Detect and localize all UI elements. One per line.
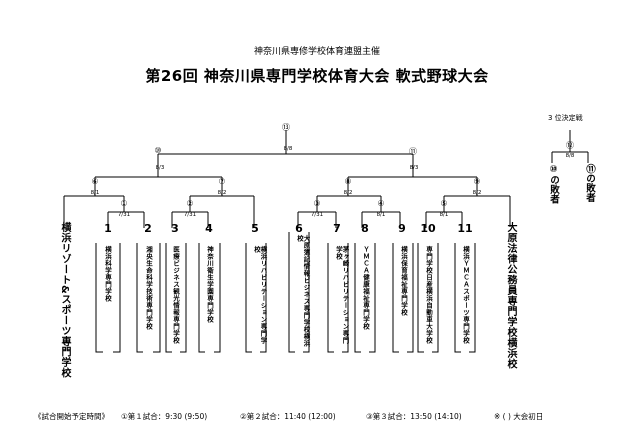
team-2-name: 湘央生命科学技術専門学校 [144,246,153,330]
game-10-date: 8/3 [155,165,165,171]
team-3-name: 医療ビジネス観光情報専門学校 [171,246,180,344]
third-place-loser-a: ⑩の敗者 [548,164,559,204]
game-7-label: ⑦ [218,177,226,186]
game-9-label: ⑨ [473,177,481,186]
third-place-loser-b: ⑪の敗者 [584,164,595,202]
game-12-date: 8/8 [565,153,575,159]
schedule-game-1: ①第１試合：9:30 (9:50) [121,412,208,421]
team-9-name: 横浜保育福祉専門学校 [399,246,408,316]
team-5-name: 横浜リハビリテーション専門学校 [252,246,268,344]
game-5-date: 8/1 [439,212,449,218]
game-3-date: 7/31 [310,212,324,218]
game-12-label: ⑫ [566,141,574,150]
team-8-name: ＹＭＣＡ健康福祉専門学校 [361,246,370,330]
game-6-date: 8/1 [90,190,100,196]
team-11-number: 11 [457,222,473,235]
game-11-date: 8/3 [409,165,419,171]
team-11-name: 横浜ＹＭＣＡスポーツ専門学校 [461,246,470,344]
seed-left-team: 横浜リゾート&スポーツ専門学校 [59,222,70,379]
schedule-game-3: ③第３試合：13:50 (14:10) [366,412,462,421]
team-5-number: 5 [251,222,259,235]
game-4-date: 8/1 [376,212,386,218]
game-9-date: 8/2 [472,190,482,196]
team-4-number: 4 [205,222,213,235]
team-3-number: 3 [171,222,179,235]
game-1-label: ① [120,199,128,208]
team-2-number: 2 [144,222,152,235]
team-1-number: 1 [104,222,112,235]
team-7-name: 茅ヶ崎リハビリテーション専門学校 [334,246,350,344]
game-8-date: 8/2 [343,190,353,196]
team-1-name: 横浜科学専門学校 [103,246,112,302]
game-13-label: ⑬ [282,123,290,132]
team-8-number: 8 [361,222,369,235]
game-7-date: 8/2 [217,190,227,196]
seed-right-team: 大原法律公務員専門学校横浜校 [505,222,516,369]
game-2-label: ② [186,199,194,208]
game-4-label: ④ [377,199,385,208]
team-6-name: 大原簿記情報ビジネス専門学校横浜校 [295,235,311,347]
team-10-name: 専門学校日産横浜自動車大学校 [424,246,433,344]
game-10-label: ⑩ [154,146,162,155]
schedule-game-2: ②第２試合：11:40 (12:00) [240,412,336,421]
game-6-label: ⑥ [91,177,99,186]
game-1-date: 7/31 [117,212,131,218]
schedule-label: 《試合開始予定時間》 [34,412,109,421]
team-10-number: 10 [420,222,436,235]
team-7-number: 7 [333,222,341,235]
game-11-label: ⑪ [409,147,417,156]
game-8-label: ⑧ [344,177,352,186]
game-2-date: 7/31 [183,212,197,218]
game-13-date: 8/8 [283,146,293,152]
team-4-name: 神奈川衛生学園専門学校 [205,246,214,323]
game-3-label: ③ [313,199,321,208]
game-5-label: ⑤ [440,199,448,208]
team-6-number: 6 [295,222,303,235]
organizer-text: 神奈川県専修学校体育連盟主催 [253,47,380,57]
page-title: 第26回 神奈川県専門学校体育大会 軟式野球大会 [145,67,489,85]
third-place-title: 3 位決定戦 [548,114,583,122]
team-9-number: 9 [398,222,406,235]
schedule-note: ※ ( ) 大会初日 [494,412,544,421]
